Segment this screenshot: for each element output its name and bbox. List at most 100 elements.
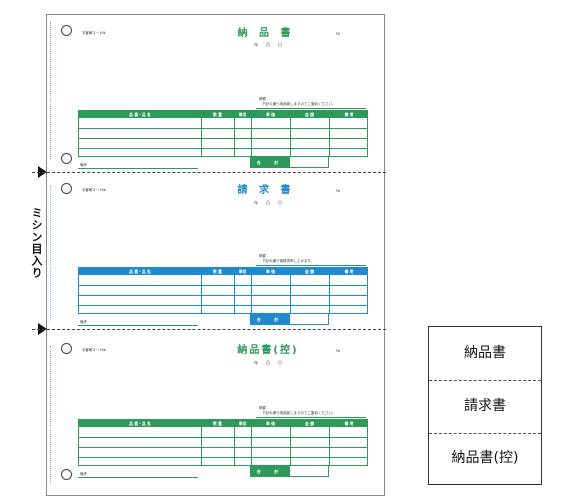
sheet-legend: 納品書 請求書 納品書(控) — [428, 326, 542, 485]
margin-strip-5 — [50, 346, 55, 426]
row-divider — [79, 138, 367, 139]
row-divider — [79, 285, 367, 286]
header-amount: 金 額 — [305, 269, 314, 274]
note-underline — [256, 417, 366, 418]
col-divider — [234, 268, 235, 313]
note-label: 摘要 — [259, 97, 266, 101]
col-divider — [290, 268, 291, 313]
header-item-name: 品 番・品 名 — [129, 269, 151, 274]
remark-text: 下記の通り納品致しますのでご査収ください。 — [262, 411, 336, 415]
col-divider — [201, 268, 202, 313]
date-label: 年月日 — [254, 200, 290, 205]
footer-remarks-line — [78, 477, 198, 478]
customer-code-label: お客様コード№ — [82, 31, 106, 35]
header-unit-price: 単 価 — [266, 112, 275, 117]
punch-hole-3 — [61, 183, 72, 194]
items-table: 品 番・品 名 数 量 単位 単 価 金 額 備 考 — [78, 110, 368, 157]
header-unit-price: 単 価 — [266, 421, 275, 426]
items-table: 品 番・品 名 数 量 単位 単 価 金 額 備 考 — [78, 419, 368, 466]
header-amount: 金 額 — [305, 421, 314, 426]
header-quantity: 数 量 — [213, 269, 222, 274]
header-amount: 金 額 — [305, 112, 314, 117]
punch-hole-2 — [61, 153, 72, 164]
total-box: 合 計 — [250, 156, 329, 168]
row-divider — [79, 148, 367, 149]
form-title: 納品書(控) — [237, 345, 299, 356]
remark-text: 下記の通り御請求申し上げます。 — [262, 259, 315, 263]
row-divider — [79, 128, 367, 129]
col-divider — [201, 111, 202, 156]
col-divider — [290, 420, 291, 465]
header-quantity: 数 量 — [213, 112, 222, 117]
col-divider — [329, 420, 330, 465]
customer-code-label: お客様コード№ — [82, 188, 106, 192]
row-divider — [79, 295, 367, 296]
items-table: 品 番・品 名 数 量 単位 単 価 金 額 備 考 — [78, 267, 368, 314]
margin-strip-4 — [50, 267, 55, 322]
note-underline — [256, 108, 366, 109]
margin-strip-3 — [50, 185, 55, 265]
header-remarks: 備 考 — [344, 421, 354, 426]
col-divider — [251, 420, 252, 465]
form-sheet — [46, 14, 385, 496]
legend-divider — [429, 380, 541, 381]
form-title: 納 品 書 — [237, 28, 295, 39]
perforation-label: ミシン目入り — [30, 207, 43, 279]
col-divider — [251, 268, 252, 313]
header-unit: 単位 — [238, 421, 247, 426]
header-quantity: 数 量 — [213, 421, 222, 426]
row-divider — [79, 457, 367, 458]
col-divider — [234, 420, 235, 465]
total-label: 合 計 — [251, 157, 290, 168]
col-divider — [201, 420, 202, 465]
row-divider — [79, 305, 367, 306]
total-label: 合 計 — [251, 466, 290, 477]
col-divider — [234, 111, 235, 156]
remark-text: 下記の通り納品致しますのでご査収ください。 — [262, 102, 336, 106]
total-box: 合 計 — [250, 465, 329, 477]
punch-hole-4 — [61, 343, 72, 354]
number-label: № — [336, 348, 341, 353]
table-header: 品 番・品 名 数 量 単位 単 価 金 額 備 考 — [79, 420, 367, 427]
header-item-name: 品 番・品 名 — [129, 421, 151, 426]
header-item-name: 品 番・品 名 — [129, 112, 151, 117]
number-label: № — [336, 31, 341, 36]
margin-strip-6 — [50, 428, 55, 483]
header-unit: 単位 — [238, 269, 247, 274]
legend-item-delivery: 納品書 — [464, 345, 506, 361]
col-divider — [251, 111, 252, 156]
perforation-line-2 — [32, 329, 386, 330]
note-underline — [256, 265, 366, 266]
customer-code-label: お客様コード№ — [82, 348, 106, 352]
total-label: 合 計 — [251, 314, 290, 325]
legend-item-invoice: 請求書 — [464, 398, 506, 414]
footer-remarks-line — [78, 325, 198, 326]
margin-strip-1 — [50, 22, 55, 102]
header-unit-price: 単 価 — [266, 269, 275, 274]
table-header: 品 番・品 名 数 量 単位 単 価 金 額 備 考 — [79, 111, 367, 118]
table-header: 品 番・品 名 数 量 単位 単 価 金 額 備 考 — [79, 268, 367, 275]
header-remarks: 備 考 — [344, 269, 354, 274]
col-divider — [329, 268, 330, 313]
legend-item-delivery-copy: 納品書(控) — [451, 450, 519, 466]
date-label: 年月日 — [254, 360, 290, 365]
col-divider — [290, 111, 291, 156]
perforation-line-1 — [32, 172, 386, 173]
margin-strip-2 — [50, 104, 55, 159]
row-divider — [79, 437, 367, 438]
footer-remarks-line — [78, 168, 198, 169]
header-remarks: 備 考 — [344, 112, 354, 117]
footer-remarks-label: 備考 — [80, 472, 87, 476]
form-title: 請 求 書 — [237, 185, 295, 196]
note-label: 摘要 — [259, 406, 266, 410]
header-unit: 単位 — [238, 112, 247, 117]
row-divider — [79, 447, 367, 448]
note-label: 摘要 — [259, 254, 266, 258]
punch-hole-5 — [61, 469, 72, 480]
punch-hole-1 — [61, 25, 72, 36]
date-label: 年月日 — [254, 42, 290, 47]
col-divider — [329, 111, 330, 156]
footer-remarks-label: 備考 — [80, 320, 87, 324]
number-label: № — [336, 188, 341, 193]
total-box: 合 計 — [250, 313, 329, 325]
